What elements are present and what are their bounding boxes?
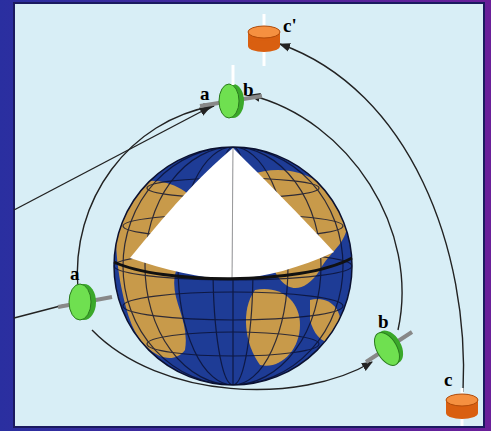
gyroscope-label: b	[378, 312, 389, 331]
gyroscope-label: c'	[283, 16, 297, 35]
gyroscope-label: b	[243, 80, 254, 99]
gyroscope-label: a	[200, 84, 210, 103]
gyroscope-label: c	[444, 370, 452, 389]
gyroscope-label: a	[70, 264, 80, 283]
